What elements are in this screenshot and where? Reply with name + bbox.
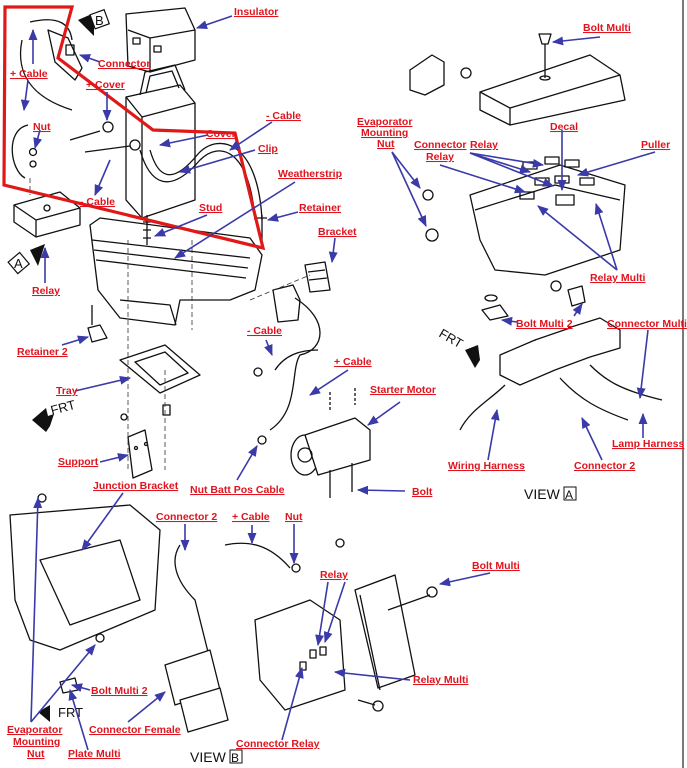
junction-block-part (254, 599, 346, 711)
label-nut: Nut (33, 121, 51, 133)
front-arrow-view-b: FRT (38, 705, 83, 722)
view-a-caption-letter: A (565, 488, 573, 502)
front-label-main: FRT (49, 397, 77, 418)
insulator-part (125, 7, 196, 73)
starter-neg-cable (274, 349, 319, 371)
label-stud: Stud (199, 202, 222, 214)
label-nut: Nut (285, 511, 303, 523)
label-evap-nut-line2: Mounting (13, 736, 60, 748)
label-retainer: Retainer (299, 202, 341, 214)
label-neg-cable: - Cable (266, 110, 301, 122)
label-connector-relay-line2: Relay (426, 151, 454, 163)
label-bolt-multi: Bolt Multi (583, 22, 631, 34)
view-b-caption: VIEW B (190, 749, 243, 765)
front-arrow-view-a: FRT (437, 326, 480, 368)
label-evap-nut-line2: Mounting (361, 127, 408, 139)
view-b-caption-letter: B (231, 751, 239, 765)
label-bolt-multi: Bolt Multi (472, 560, 520, 572)
view-b-caption-word: VIEW (190, 749, 227, 765)
label-support: Support (58, 456, 99, 468)
front-label-view-a: FRT (437, 326, 466, 352)
label-evap-nut-line1: Evaporator (357, 116, 412, 128)
fuse-block-cover (479, 54, 626, 126)
label-tray: Tray (56, 385, 78, 397)
label-starter-motor: Starter Motor (370, 384, 436, 396)
label-bracket: Bracket (318, 226, 357, 238)
label-connector-relay: Connector Relay (236, 738, 320, 750)
label-pos-cable: + Cable (232, 511, 270, 523)
nut-batt-pos-cable-part (257, 435, 267, 445)
label-connector-female: Connector Female (89, 724, 181, 736)
view-b-marker-letter: B (95, 13, 104, 28)
front-arrow-main: FRT (32, 397, 77, 432)
label-decal: Decal (550, 121, 578, 133)
label-junction-bracket: Junction Bracket (93, 480, 179, 492)
starter-pos-cable (269, 297, 321, 431)
label-relay: Relay (320, 569, 348, 581)
label-evap-nut-line3: Nut (377, 138, 395, 150)
relay-part (13, 191, 81, 238)
view-b-labels: Junction Bracket Connector 2 + Cable Nut… (7, 480, 520, 765)
view-a-marker: A (7, 244, 45, 275)
cables-top-left (11, 19, 263, 221)
label-clip: Clip (258, 143, 278, 155)
view-b-marker: B (78, 8, 111, 36)
retainer-2-part (87, 324, 108, 343)
stud-part (143, 215, 151, 245)
label-connector-2: Connector 2 (574, 460, 635, 472)
label-pos-cable-starter: + Cable (334, 356, 372, 368)
starter-motor-part (290, 388, 371, 498)
label-cover: Cover (206, 128, 236, 140)
label-wiring-harness: Wiring Harness (448, 460, 525, 472)
view-a-caption: VIEW A (524, 486, 577, 502)
label-cable-mid: - Cable (80, 196, 115, 208)
label-relay: Relay (470, 139, 498, 151)
bracket-part (304, 261, 331, 293)
label-bolt-multi-2: Bolt Multi 2 (516, 318, 573, 330)
junction-bracket-part (9, 504, 161, 651)
label-retainer-2: Retainer 2 (17, 346, 68, 358)
view-b-drawing: FRT (9, 493, 438, 733)
view-a-labels: Bolt Multi Evaporator Mounting Nut Decal… (357, 22, 687, 502)
main-view-labels: Insulator Connector + Cable + Cover Nut … (10, 6, 436, 498)
battery-part (125, 64, 196, 219)
label-puller: Puller (641, 139, 670, 151)
label-nut-batt-pos-cable: Nut Batt Pos Cable (190, 484, 285, 496)
label-bolt: Bolt (412, 486, 433, 498)
label-evap-nut-line3: Nut (27, 748, 45, 760)
battery-tray-assembly (89, 217, 263, 326)
label-relay: Relay (32, 285, 60, 297)
label-weatherstrip: Weatherstrip (278, 168, 342, 180)
relay-multi-part (354, 574, 416, 689)
leader-arrows (20, 15, 656, 751)
view-a-drawing: FRT (409, 33, 663, 431)
label-lamp-harness: Lamp Harness (612, 438, 685, 450)
label-connector-relay-line1: Connector (414, 139, 467, 151)
label-connector-multi: Connector Multi (607, 318, 687, 330)
label-insulator: Insulator (234, 6, 278, 18)
label-neg-cable-starter: - Cable (247, 325, 282, 337)
connector-multi-blocks (459, 317, 663, 431)
view-a-caption-word: VIEW (524, 486, 561, 502)
label-plate-multi: Plate Multi (68, 748, 121, 760)
label-pos-cover: + Cover (86, 79, 125, 91)
label-bolt-multi-2: Bolt Multi 2 (91, 685, 148, 697)
label-pos-cable: + Cable (10, 68, 48, 80)
grommet-part (272, 284, 301, 323)
view-a-marker-letter: A (14, 256, 23, 271)
label-connector-2: Connector 2 (156, 511, 217, 523)
main-view-drawing (11, 7, 371, 498)
label-evap-nut-line1: Evaporator (7, 724, 62, 736)
tray-part (119, 344, 201, 394)
label-relay-multi: Relay Multi (590, 272, 646, 284)
front-label-view-b: FRT (58, 705, 83, 720)
label-relay-multi: Relay Multi (413, 674, 469, 686)
label-connector: Connector (98, 58, 151, 70)
highlight-outline (2, 5, 266, 251)
support-part (120, 413, 153, 479)
retainer-part (257, 215, 267, 240)
